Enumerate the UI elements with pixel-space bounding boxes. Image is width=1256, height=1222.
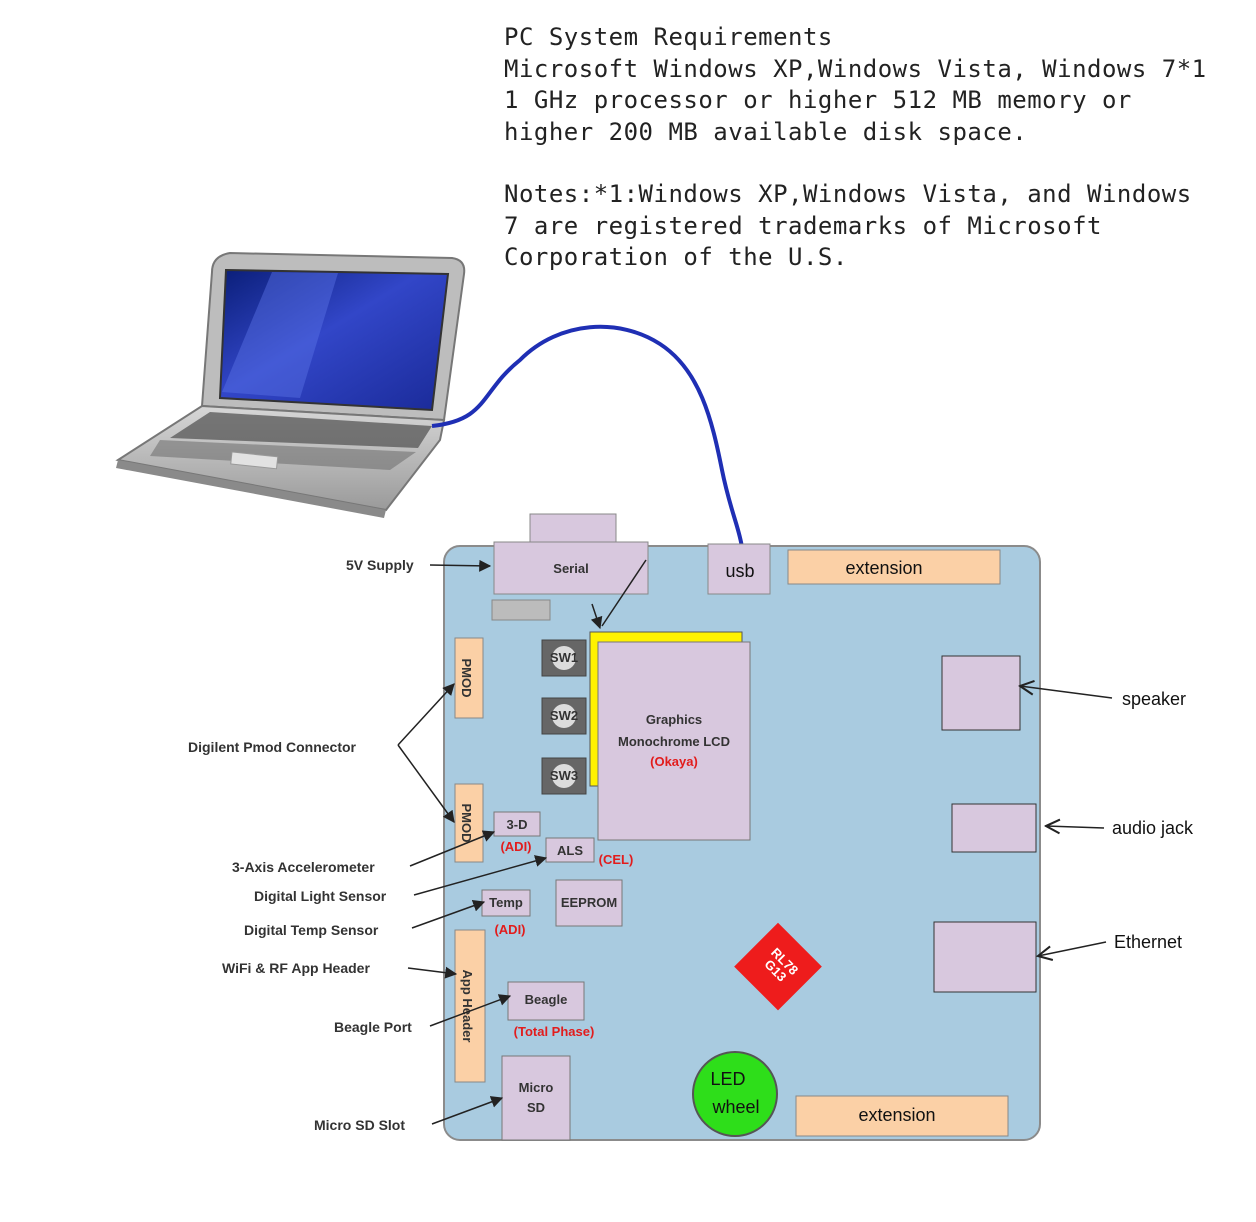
- extension-top: [787, 549, 1001, 585]
- temp-chip-label: Temp: [489, 895, 523, 910]
- micro-sd-label-1: Micro: [519, 1080, 554, 1095]
- led-wheel-label-2: wheel: [711, 1097, 759, 1117]
- lcd-label-1: Graphics: [646, 712, 702, 727]
- requirements-disk: higher 200 MB available disk space.: [504, 117, 1028, 146]
- laptop-icon: [115, 251, 466, 518]
- app-header-label: App Header: [460, 970, 475, 1043]
- temp-sensor-label: Digital Temp Sensor: [244, 922, 379, 938]
- accelerometer-chip-label: 3-D: [507, 817, 528, 832]
- pmod-bottom-connector: [454, 783, 484, 863]
- switch-3: SW3: [541, 757, 587, 795]
- als-vendor: (CEL): [599, 852, 634, 867]
- extension-bottom-label: extension: [858, 1105, 935, 1125]
- audio-jack-port: [951, 803, 1037, 853]
- als-chip-label: ALS: [557, 843, 583, 858]
- evaluation-board: Serial usb extension PMOD PMOD SW1 SW2 S…: [443, 513, 1041, 1141]
- pmod-top-connector: [454, 637, 484, 719]
- eeprom-chip: [555, 879, 623, 927]
- temp-vendor: (ADI): [494, 922, 525, 937]
- svg-text:SW2: SW2: [550, 708, 578, 723]
- pmod-label: Digilent Pmod Connector: [188, 739, 357, 755]
- pmod-bottom-label: PMOD: [459, 804, 474, 843]
- micro-sd-label-2: SD: [527, 1100, 545, 1115]
- svg-text:SW3: SW3: [550, 768, 578, 783]
- accelerometer-label: 3-Axis Accelerometer: [232, 859, 375, 875]
- requirements-heading: PC System Requirements: [504, 23, 833, 51]
- supply-jack: [491, 599, 551, 621]
- app-header-connector: [454, 929, 486, 1083]
- ethernet-port: [933, 921, 1037, 993]
- lcd-vendor: (Okaya): [650, 754, 698, 769]
- ethernet-label: Ethernet: [1114, 932, 1182, 952]
- led-wheel: [692, 1051, 778, 1137]
- accelerometer-vendor: (ADI): [500, 839, 531, 854]
- usb-label: usb: [725, 561, 754, 581]
- eeprom-label: EEPROM: [561, 895, 617, 910]
- light-sensor-label: Digital Light Sensor: [254, 888, 387, 904]
- lcd-label-2: Monochrome LCD: [618, 734, 730, 749]
- usb-connector: [707, 543, 771, 595]
- beagle-vendor: (Total Phase): [514, 1024, 595, 1039]
- micro-sd-slot: [501, 1055, 571, 1141]
- extension-bottom: [795, 1095, 1009, 1137]
- svg-text:SW1: SW1: [550, 650, 578, 665]
- beagle-label: Beagle Port: [334, 1019, 412, 1035]
- graphics-lcd: [597, 641, 751, 841]
- serial-connector: [493, 541, 649, 595]
- trademark-note-2: 7 are registered trademarks of Microsoft: [504, 211, 1102, 240]
- speaker-label: speaker: [1122, 689, 1186, 709]
- trademark-note-3: Corporation of the U.S.: [504, 243, 848, 271]
- extension-top-label: extension: [845, 558, 922, 578]
- audio-jack-label: audio jack: [1112, 818, 1194, 838]
- requirements-os: Microsoft Windows XP,Windows Vista, Wind…: [504, 54, 1207, 83]
- serial-connector-tab: [529, 513, 617, 547]
- switch-1: SW1: [541, 639, 587, 677]
- sd-label: Micro SD Slot: [314, 1117, 405, 1133]
- als-chip: [545, 837, 595, 863]
- system-requirements: PC System Requirements Microsoft Windows…: [504, 22, 1244, 274]
- pmod-top-label: PMOD: [459, 659, 474, 698]
- serial-label: Serial: [553, 561, 588, 576]
- led-wheel-label-1: LED: [710, 1069, 745, 1089]
- rl78-chip: RL78 G13: [734, 922, 822, 1011]
- speaker-port: [941, 655, 1021, 731]
- supply-label: 5V Supply: [346, 557, 414, 573]
- beagle-port: [507, 981, 585, 1021]
- usb-cable: [431, 324, 744, 549]
- switch-2: SW2: [541, 697, 587, 735]
- trademark-note-1: Notes:*1:Windows XP,Windows Vista, and W…: [504, 180, 1192, 208]
- wifi-header-label: WiFi & RF App Header: [222, 960, 370, 976]
- beagle-port-label: Beagle: [525, 992, 568, 1007]
- accelerometer-chip: [493, 811, 541, 837]
- requirements-processor: 1 GHz processor or higher 512 MB memory …: [504, 86, 1132, 114]
